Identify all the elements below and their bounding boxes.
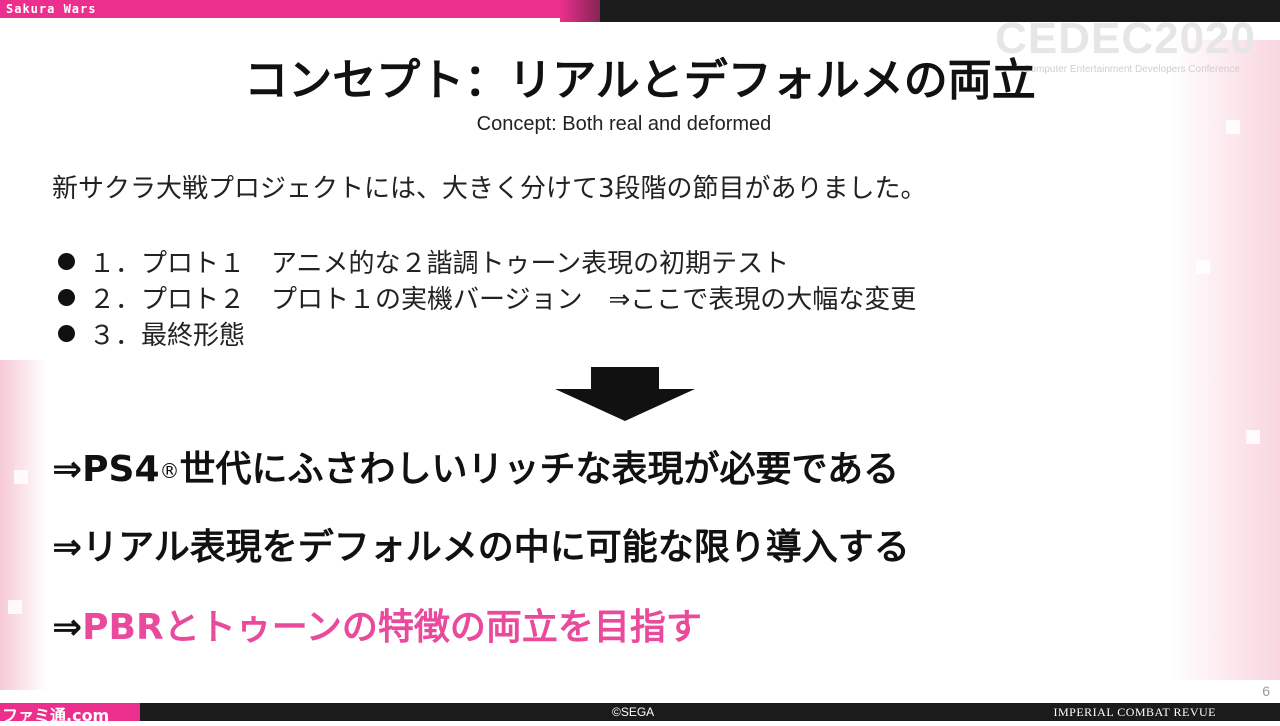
list-item: ２．プロト２ プロト１の実機バージョン ⇒ここで表現の大幅な変更 bbox=[58, 279, 916, 315]
bottom-bar: ©SEGA IMPERIAL COMBAT REVUE bbox=[0, 703, 1280, 721]
decor-square bbox=[1196, 260, 1210, 274]
down-arrow-icon bbox=[555, 367, 695, 421]
list-item: １．プロト１ アニメ的な２諧調トゥーン表現の初期テスト bbox=[58, 243, 916, 279]
decor-square bbox=[14, 470, 28, 484]
bullet-dot-icon bbox=[58, 324, 75, 342]
page-number: 6 bbox=[1262, 683, 1270, 699]
list-item-text: ２．プロト２ プロト１の実機バージョン ⇒ここで表現の大幅な変更 bbox=[89, 284, 917, 315]
brand-label: Sakura Wars bbox=[6, 2, 97, 16]
claim-arrow: ⇒ bbox=[52, 607, 83, 648]
decor-square bbox=[8, 600, 22, 614]
bottom-bar-pink-band bbox=[0, 703, 140, 721]
copyright-label: ©SEGA bbox=[612, 705, 655, 719]
list-item: ３．最終形態 bbox=[58, 315, 916, 351]
left-decorative-gradient bbox=[0, 360, 46, 690]
intro-text: 新サクラ大戦プロジェクトには、大きく分けて3段階の節目がありました。 bbox=[52, 174, 927, 204]
list-item-text: １．プロト１ アニメ的な２諧調トゥーン表現の初期テスト bbox=[89, 248, 790, 279]
claim-rich-expression: ⇒PS4®世代にふさわしいリッチな表現が必要である bbox=[52, 440, 899, 492]
registered-mark: ® bbox=[159, 459, 180, 483]
top-bar-dark-band bbox=[600, 0, 1280, 22]
decor-square bbox=[1226, 120, 1240, 134]
bullet-dot-icon bbox=[58, 252, 75, 270]
claim-realism-in-deform: ⇒リアル表現をデフォルメの中に可能な限り導入する bbox=[52, 527, 910, 568]
top-bar: Sakura Wars bbox=[0, 0, 1280, 22]
decor-square bbox=[1246, 430, 1260, 444]
slide-subtitle: Concept: Both real and deformed bbox=[476, 113, 772, 135]
claim-text: ⇒PS4 bbox=[52, 449, 160, 490]
series-label: IMPERIAL COMBAT REVUE bbox=[1053, 705, 1216, 719]
slide-title: コンセプト：リアルとデフォルメの両立 bbox=[244, 55, 1036, 106]
milestone-list: １．プロト１ アニメ的な２諧調トゥーン表現の初期テスト ２．プロト２ プロト１の… bbox=[58, 243, 916, 351]
event-logo-subtitle: Computer Entertainment Developers Confer… bbox=[1023, 64, 1240, 75]
claim-highlight-text: PBRとトゥーンの特徴の両立を目指す bbox=[82, 607, 702, 648]
top-bar-pink-band bbox=[0, 0, 600, 18]
event-logo: CEDEC2020 bbox=[995, 14, 1256, 63]
right-decorative-gradient bbox=[1170, 40, 1280, 680]
watermark: ファミ通.com bbox=[2, 706, 110, 725]
claim-text: 世代にふさわしいリッチな表現が必要である bbox=[179, 449, 900, 490]
bullet-dot-icon bbox=[58, 288, 75, 306]
list-item-text: ３．最終形態 bbox=[89, 320, 246, 351]
claim-pbr-toon: ⇒PBRとトゥーンの特徴の両立を目指す bbox=[52, 598, 702, 650]
